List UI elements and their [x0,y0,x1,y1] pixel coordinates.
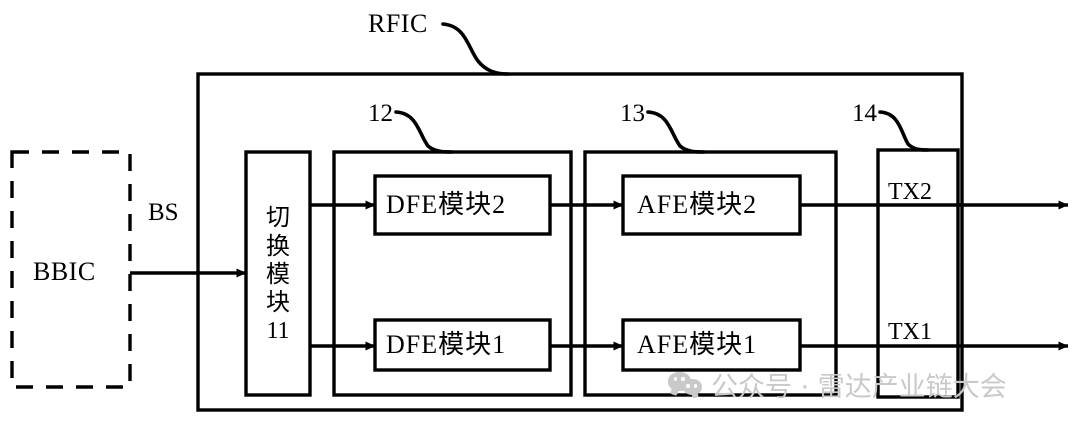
leader-line-rfic [441,22,510,76]
callout-afe-group: 13 [620,100,645,127]
tx2-label: TX2 [888,179,932,205]
tx1-label: TX1 [888,319,932,345]
switch-module-char-2: 模 [266,261,290,288]
rfic-boundary-box [196,72,964,412]
leader-line-dfe-group [394,110,454,154]
callout-tx-group: 14 [852,100,877,127]
afe-group-box [583,150,838,397]
leader-line-afe-group [646,110,706,154]
callout-dfe-group: 12 [368,100,393,127]
bs-label: BS [148,199,179,226]
switch-module-callout: 11 [266,318,290,345]
afe-module-1-label: AFE模块1 [637,330,758,359]
dfe-module-1-label: DFE模块1 [386,330,507,359]
afe-module-2-label: AFE模块2 [637,190,758,219]
switch-module-label: 切 换 模 块 11 [248,170,308,380]
dfe-module-2-label: DFE模块2 [386,190,507,219]
leader-line-tx-group [878,110,930,152]
rfic-label: RFIC [368,9,428,38]
switch-module-char-0: 切 [266,205,290,232]
switch-module-char-3: 块 [266,290,290,317]
switch-module-char-1: 换 [266,233,290,260]
bbic-label: BBIC [33,257,96,286]
